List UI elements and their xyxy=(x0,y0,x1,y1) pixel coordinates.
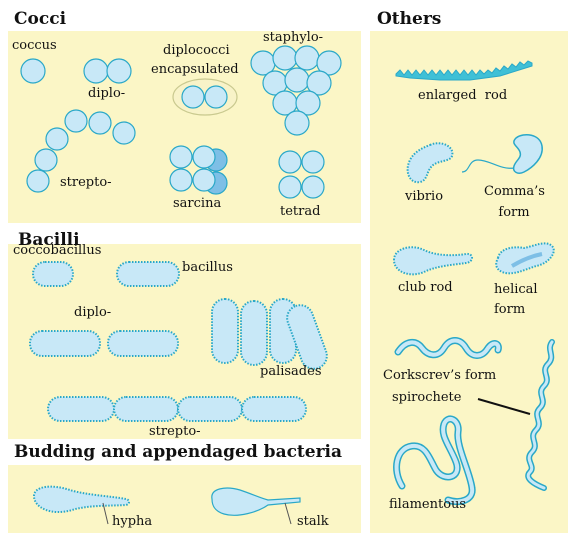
bacillus-cell xyxy=(117,262,179,286)
budding-heading: Budding and appendaged bacteria xyxy=(14,442,342,462)
label-diplo-bacilli: diplo- xyxy=(74,305,111,320)
label-strepto-bacilli: strepto- xyxy=(149,424,201,439)
label-club-rod: club rod xyxy=(398,280,453,295)
coccus-cell xyxy=(21,59,45,83)
label-staphylo: staphylo- xyxy=(263,30,323,45)
label-tetrad: tetrad xyxy=(280,204,320,219)
filamentous-cell xyxy=(397,419,473,502)
comma-cell xyxy=(514,135,543,173)
diplobacillus-cell xyxy=(30,331,100,356)
label-palisades: palisades xyxy=(260,364,322,379)
label-stalk: stalk xyxy=(297,514,329,529)
diplococcus-cell xyxy=(84,59,108,83)
coccobacillus-cell xyxy=(33,262,73,286)
encapsulated-cell xyxy=(182,86,204,108)
label-diplococci: diplococci xyxy=(163,43,230,58)
label-vibrio: vibrio xyxy=(405,189,443,204)
label-helical-form: helical form xyxy=(494,280,542,320)
label-encapsulated: encapsulated xyxy=(151,62,239,77)
streptobacillus-cell xyxy=(178,397,242,421)
streptobacillus-cell xyxy=(114,397,178,421)
comma-flagellum xyxy=(462,160,514,172)
palisade-cell xyxy=(241,301,267,365)
stalk-pointer xyxy=(285,503,291,524)
label-enlarged-rod: enlarged rod xyxy=(418,88,507,103)
enlarged-rod-cell xyxy=(396,61,532,80)
label-corkscrew-form: Corkscrev’s form xyxy=(383,368,496,383)
label-filamentous: filamentous xyxy=(389,497,466,512)
label-bacillus: bacillus xyxy=(182,260,233,275)
label-strepto-cocci: strepto- xyxy=(60,175,112,190)
label-spirochete: spirochete xyxy=(392,390,461,405)
hypha-cell xyxy=(34,487,129,512)
label-diplo: diplo- xyxy=(88,86,125,101)
stalked-cell xyxy=(212,488,300,515)
spirochete-pointer xyxy=(478,399,530,414)
streptobacillus-cell xyxy=(242,397,306,421)
label-commas-form: Comma’s form xyxy=(484,181,544,223)
label-coccobacillus: coccobacillus xyxy=(13,243,101,258)
diplococcus-cell xyxy=(107,59,131,83)
encapsulated-cell xyxy=(205,86,227,108)
label-sarcina: sarcina xyxy=(173,196,221,211)
vibrio-cell xyxy=(408,143,453,182)
streptobacillus-cell xyxy=(48,397,114,421)
cocci-heading: Cocci xyxy=(14,9,66,29)
club-rod-cell xyxy=(394,247,472,274)
label-coccus: coccus xyxy=(12,38,57,53)
palisade-cell xyxy=(212,299,238,363)
diplobacillus-cell xyxy=(108,331,178,356)
others-heading: Others xyxy=(377,9,441,29)
label-hypha: hypha xyxy=(112,514,152,529)
